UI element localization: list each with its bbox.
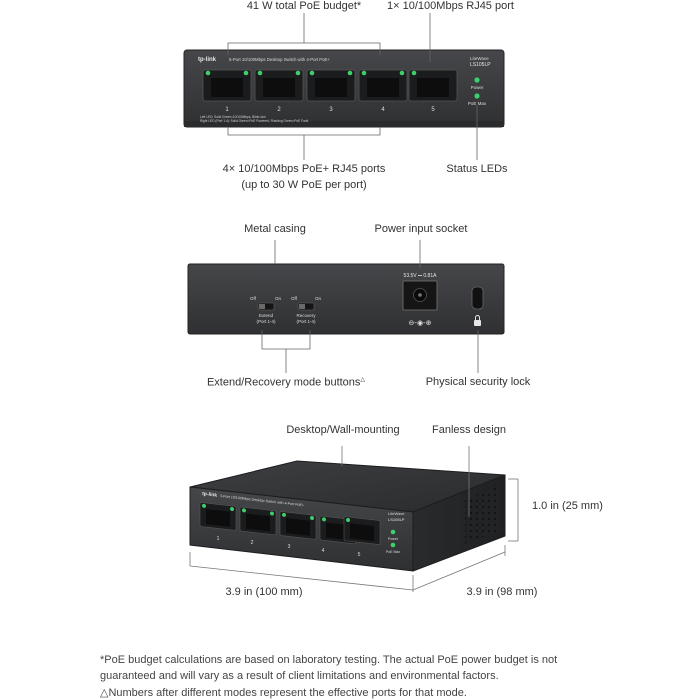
callout-poe-ports-line2: (up to 30 W PoE per port) xyxy=(241,179,367,191)
iso-view: tp-link 5-Port 10/100Mbps Desktop Switch… xyxy=(189,446,519,592)
iso-poe-max-led-label: PoE Max xyxy=(386,550,400,554)
dimension-depth: 3.9 in (98 mm) xyxy=(466,586,538,598)
footnote-poe-budget-1: *PoE budget calculations are based on la… xyxy=(100,654,558,666)
front-poe-max-led xyxy=(474,93,480,99)
front-led-left-3 xyxy=(309,70,315,76)
front-model: LS105LP xyxy=(470,62,491,68)
front-port-number-5: 5 xyxy=(431,107,435,113)
rear-recovery-on-label: On xyxy=(315,296,322,301)
iso-model: LS105LP xyxy=(388,517,405,522)
rear-recovery-off-label: Off xyxy=(291,296,298,301)
lock-icon xyxy=(474,315,481,326)
front-poe-max-led-label: PoE Max xyxy=(468,101,487,106)
iso-rj45-port-2 xyxy=(239,506,277,536)
front-rj45-port-5 xyxy=(408,69,458,102)
callout-poe-ports-line1: 4× 10/100Mbps PoE+ RJ45 ports xyxy=(222,163,386,175)
rear-extend-on-label: On xyxy=(275,296,282,301)
iso-brand-logo: tp-link xyxy=(202,491,218,499)
callout-metal-casing: Metal casing xyxy=(244,223,306,235)
iso-led-left-1 xyxy=(202,503,206,508)
rear-view: Off On Extend (Port 1-4) Off On Recovery… xyxy=(187,240,505,373)
callout-rj45-port: 1× 10/100Mbps RJ45 port xyxy=(387,0,514,12)
iso-power-led-label: Power xyxy=(388,537,399,541)
front-power-led-label: Power xyxy=(471,85,484,90)
rear-callout-lines xyxy=(261,240,479,373)
iso-port-number-3: 3 xyxy=(288,544,291,550)
front-power-led xyxy=(474,77,480,83)
iso-led-right-1 xyxy=(230,507,234,512)
iso-rj45-port-5 xyxy=(343,516,381,545)
iso-poe-max-led xyxy=(390,542,396,548)
rear-power-rating: 53.5V ⎓ 0.81A xyxy=(404,273,438,279)
iso-port-number-5: 5 xyxy=(358,552,361,558)
front-rj45-port-4 xyxy=(358,69,408,102)
footnote-poe-budget-2: guaranteed and will vary as a result of … xyxy=(100,670,499,682)
footnote-modes: △Numbers after different modes represent… xyxy=(100,687,467,699)
rear-extend-ports-label: (Port 1-4) xyxy=(256,319,276,324)
rear-extend-label: Extend xyxy=(259,313,274,318)
front-rj45-port-1 xyxy=(202,69,252,102)
dimension-width: 3.9 in (100 mm) xyxy=(225,586,303,598)
iso-port-number-4: 4 xyxy=(322,548,325,554)
front-port-number-4: 4 xyxy=(381,107,385,113)
rear-extend-switch-knob xyxy=(259,304,265,309)
front-port-number-2: 2 xyxy=(277,107,281,113)
iso-vent-grille xyxy=(465,486,500,544)
rear-recovery-label: Recovery xyxy=(296,313,316,318)
rear-power-socket-pin xyxy=(418,293,422,297)
iso-ports xyxy=(199,502,381,545)
front-led-right-2 xyxy=(295,70,301,76)
iso-port-number-1: 1 xyxy=(217,536,220,542)
iso-led-left-3 xyxy=(282,512,286,517)
front-led-left-5 xyxy=(411,70,417,76)
iso-rj45-port-3 xyxy=(279,511,317,540)
callout-mode-buttons-text: Extend/Recovery mode buttons xyxy=(206,376,361,389)
iso-led-right-2 xyxy=(270,511,274,516)
front-description: 5-Port 10/100Mbps Desktop Switch with 4-… xyxy=(229,57,330,62)
front-led-left-2 xyxy=(257,70,263,76)
iso-power-led xyxy=(390,529,396,535)
iso-port-number-2: 2 xyxy=(251,540,254,546)
rear-extend-off-label: Off xyxy=(250,296,257,301)
front-led-left-4 xyxy=(361,70,367,76)
front-rj45-port-3 xyxy=(306,69,356,102)
front-led-right-3 xyxy=(347,70,353,76)
rear-switch-body xyxy=(187,263,505,335)
front-switch-bottom-edge xyxy=(184,121,504,127)
front-port-number-3: 3 xyxy=(329,107,333,113)
front-legend-left: Left LED: Solid Green=10/100Mbps, Blink=… xyxy=(200,115,266,119)
front-view: tp-link 5-Port 10/100Mbps Desktop Switch… xyxy=(183,13,505,160)
rear-recovery-ports-label: (Port 1-4) xyxy=(296,319,316,324)
iso-rj45-port-1 xyxy=(199,502,237,531)
iso-dimension-lines xyxy=(189,446,519,592)
dimension-height: 1.0 in (25 mm) xyxy=(532,500,603,512)
front-led-left-1 xyxy=(205,70,211,76)
front-led-right-4 xyxy=(399,70,405,76)
callout-poe-budget: 41 W total PoE budget* xyxy=(246,0,362,12)
front-port-number-1: 1 xyxy=(225,107,229,113)
callout-fanless: Fanless design xyxy=(432,424,506,436)
iso-led-left-2 xyxy=(242,508,246,513)
callout-security-lock: Physical security lock xyxy=(425,376,531,388)
rear-polarity-symbol: ⊖-◉-⊕ xyxy=(409,319,432,327)
callout-power-socket: Power input socket xyxy=(374,223,468,235)
rear-recovery-switch-knob xyxy=(299,304,305,309)
front-legend-right: Right LED (Port 1-4): Solid Green=PoE Po… xyxy=(200,119,308,123)
callout-status-leds: Status LEDs xyxy=(446,163,508,175)
callout-mounting: Desktop/Wall-mounting xyxy=(286,424,400,436)
front-brand-logo: tp-link xyxy=(198,57,217,63)
front-rj45-port-2 xyxy=(254,69,304,102)
callout-mode-buttons: Extend/Recovery mode buttons△ xyxy=(196,376,376,389)
iso-led-left-5 xyxy=(346,518,350,523)
front-led-right-1 xyxy=(243,70,249,76)
front-series: LiteWave xyxy=(470,56,489,61)
callout-mode-buttons-mark: △ xyxy=(360,377,366,383)
iso-led-left-4 xyxy=(322,517,326,522)
iso-led-right-3 xyxy=(310,515,314,521)
rear-security-lock-slot[interactable] xyxy=(471,286,484,310)
iso-series: LiteWave xyxy=(388,511,405,516)
front-callout-lines xyxy=(227,13,478,160)
